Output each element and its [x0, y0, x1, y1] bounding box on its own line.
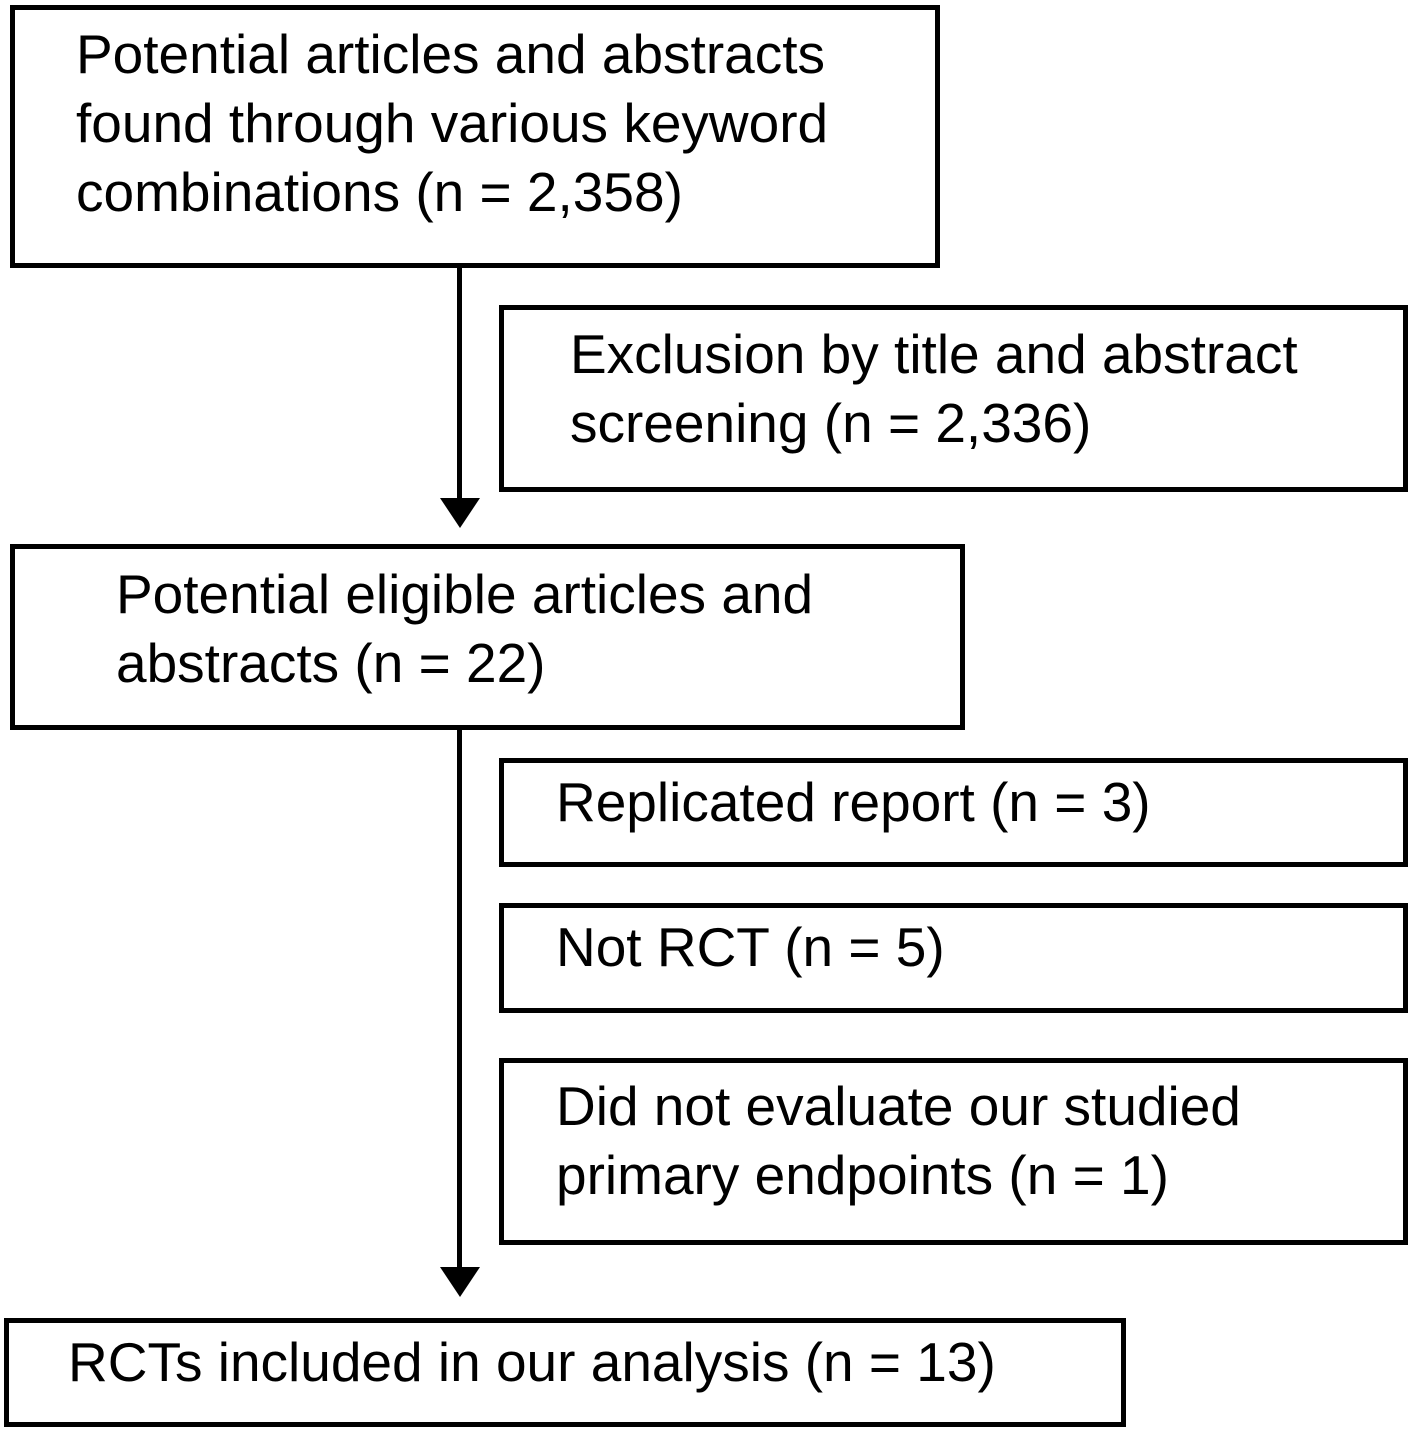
flow-box-replicated-report: Replicated report (n = 3) — [499, 758, 1408, 867]
flow-box-included: RCTs included in our analysis (n = 13) — [4, 1318, 1126, 1427]
flow-box-not-rct: Not RCT (n = 5) — [499, 903, 1408, 1013]
arrow-identified-to-eligible-line — [457, 268, 462, 503]
flow-box-text-line: Replicated report (n = 3) — [556, 771, 1151, 833]
flow-box-records-identified: Potential articles and abstracts found t… — [10, 5, 940, 268]
flow-box-no-primary-endpoints: Did not evaluate our studied primary end… — [499, 1058, 1408, 1245]
flow-box-text-line: Not RCT (n = 5) — [556, 916, 945, 978]
arrow-eligible-to-included-head — [440, 1267, 480, 1297]
arrow-identified-to-eligible-head — [440, 498, 480, 528]
flow-box-text-line: Potential eligible articles and — [116, 563, 814, 625]
flow-box-text-line: Potential articles and abstracts — [76, 23, 825, 85]
flow-box-eligible: Potential eligible articles and abstract… — [10, 544, 965, 730]
flow-box-excluded-screening: Exclusion by title and abstract screenin… — [499, 305, 1408, 492]
flow-box-text-line: abstracts (n = 22) — [116, 632, 546, 694]
flow-box-text-line: combinations (n = 2,358) — [76, 161, 683, 223]
flow-box-text-line: primary endpoints (n = 1) — [556, 1144, 1169, 1206]
arrow-eligible-to-included-line — [457, 730, 462, 1270]
flow-box-text-line: Exclusion by title and abstract — [570, 323, 1298, 385]
flow-box-text-line: Did not evaluate our studied — [556, 1075, 1241, 1137]
flow-box-text-line: RCTs included in our analysis (n = 13) — [68, 1331, 996, 1393]
flow-box-text-line: screening (n = 2,336) — [570, 392, 1092, 454]
flow-box-text-line: found through various keyword — [76, 92, 829, 154]
